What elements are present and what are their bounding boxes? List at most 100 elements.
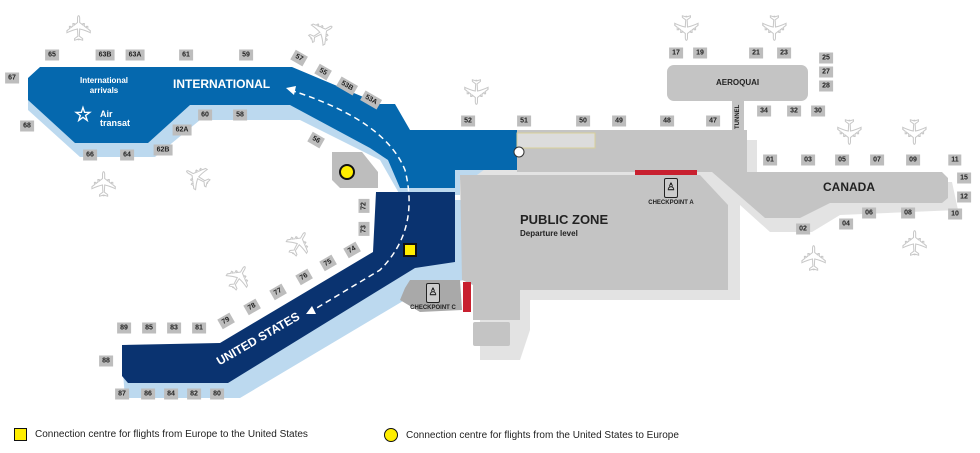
plane-icon: ✈ [666,13,705,43]
gate-59: 59 [239,49,253,61]
gate-73: 73 [358,222,370,236]
departure-corridor [517,130,948,218]
gate-47: 47 [706,115,720,127]
gate-63A: 63A [125,49,145,61]
gate-19: 19 [693,47,707,59]
gate-68: 68 [20,120,34,132]
international-pier [28,67,517,188]
connection-centre-circle [339,164,355,180]
hatched-zone [516,132,596,149]
gate-83: 83 [167,322,181,334]
public-zone [460,175,728,320]
air-transat-star-icon: ☆ [74,104,92,126]
gate-05: 05 [835,154,849,166]
checkpoint-a: ♙ CHECKPOINT A [646,178,696,206]
gate-21: 21 [749,47,763,59]
gate-62A: 62A [172,124,192,136]
plane-icon: ✈ [456,77,495,107]
gate-04: 04 [839,218,853,230]
legend-square-text: Connection centre for flights from Europ… [35,429,308,440]
gate-65: 65 [45,49,59,61]
gate-28: 28 [819,80,833,92]
gate-72: 72 [358,199,370,213]
checkpoint-a-label: CHECKPOINT A [648,200,694,206]
tunnel [732,100,744,132]
gate-48: 48 [660,115,674,127]
gate-64: 64 [120,149,134,161]
gate-32: 32 [787,105,801,117]
gate-06: 06 [862,207,876,219]
connection-centre-square [403,243,417,257]
arrow-head [286,86,296,95]
gate-81: 81 [192,322,206,334]
gate-10: 10 [948,208,962,220]
gate-07: 07 [870,154,884,166]
gate-67: 67 [5,72,19,84]
gate-15: 15 [957,172,971,184]
gate-80: 80 [210,388,224,400]
gate-88: 88 [99,355,113,367]
walk-path [289,89,410,313]
gate-84: 84 [164,388,178,400]
international-arrivals-label: International arrivals [79,76,128,95]
gate-27: 27 [819,66,833,78]
gate-85: 85 [142,322,156,334]
plane-icon: ✈ [754,13,793,43]
gate-30: 30 [811,105,825,117]
gate-25: 25 [819,52,833,64]
gate-86: 86 [141,388,155,400]
arrow-head [306,306,316,314]
plane-icon: ✈ [894,117,933,147]
gate-02: 02 [796,223,810,235]
circle-marker-icon [384,428,398,442]
gate-09: 09 [906,154,920,166]
gate-89: 89 [117,322,131,334]
tunnel-label: TUNNEL [735,104,741,129]
gate-17: 17 [669,47,683,59]
gate-87: 87 [115,388,129,400]
legend-circle: Connection centre for flights from the U… [384,428,679,442]
public-zone-lower [473,322,510,346]
plane-icon: ✈ [829,117,868,147]
gate-23: 23 [777,47,791,59]
gate-58: 58 [233,109,247,121]
connection-area [332,152,378,188]
gate-08: 08 [901,207,915,219]
checkpoint-a-bar [635,170,697,175]
international-label: INTERNATIONAL [173,77,271,91]
gate-52: 52 [461,115,475,127]
us-pier [122,192,455,383]
plane-icon: ✈ [796,243,835,273]
gate-82: 82 [187,388,201,400]
gate-12: 12 [957,191,971,203]
legend-square: Connection centre for flights from Europ… [14,428,308,441]
gate-62B: 62B [153,144,173,156]
canada-label: CANADA [823,180,875,194]
checkpoint-c-bar [463,282,471,312]
gate-50: 50 [576,115,590,127]
square-marker-icon [14,428,27,441]
gate-34: 34 [757,105,771,117]
security-scanner-icon: ♙ [664,178,678,198]
security-icon [513,146,525,158]
legend-circle-text: Connection centre for flights from the U… [406,429,679,441]
public-zone-sublabel: Departure level [520,229,578,238]
gate-03: 03 [801,154,815,166]
gate-61: 61 [179,49,193,61]
gate-51: 51 [517,115,531,127]
plane-icon: ✈ [61,13,100,43]
gate-66: 66 [83,149,97,161]
security-scanner-icon: ♙ [426,283,440,303]
public-zone-label: PUBLIC ZONE [520,212,609,227]
gate-11: 11 [948,154,962,166]
gate-01: 01 [763,154,777,166]
gate-60: 60 [198,109,212,121]
aeroquai-label: AEROQUAI [716,78,760,87]
gate-49: 49 [612,115,626,127]
gate-63B: 63B [95,49,115,61]
checkpoint-c-label: CHECKPOINT C [410,305,456,311]
plane-icon: ✈ [86,169,125,199]
air-transat-logo: Air transat [100,109,131,128]
aeroquai-building [667,65,808,101]
